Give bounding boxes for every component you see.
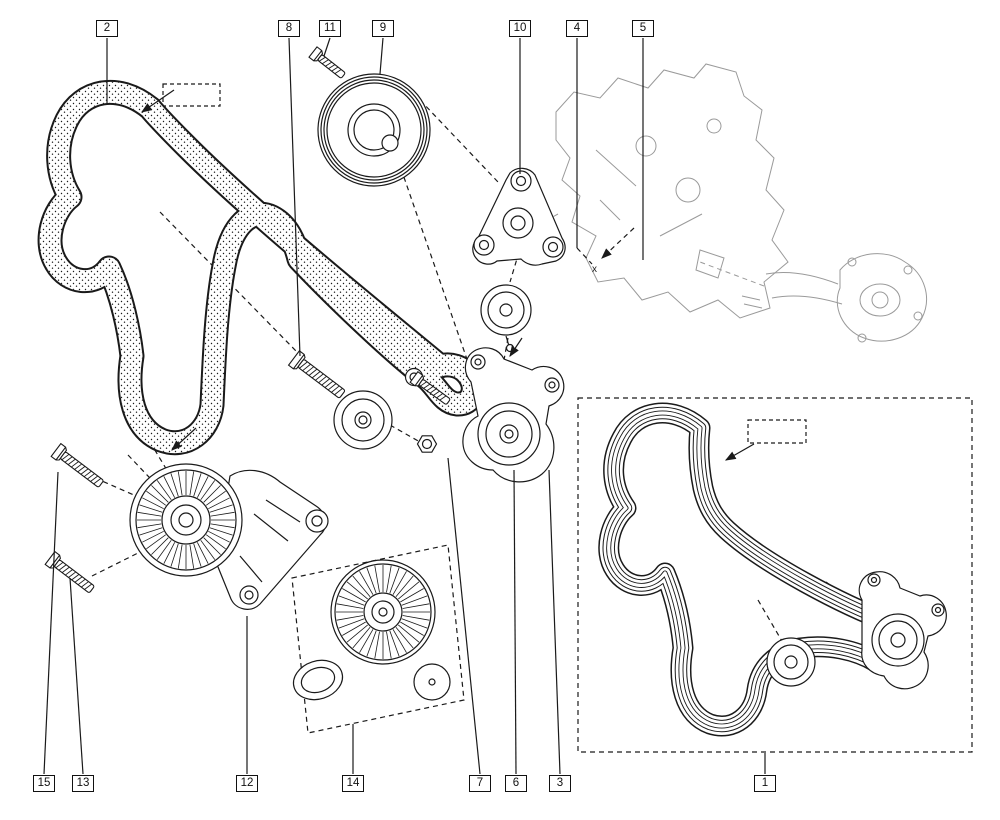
belt-tensioner-6 (462, 347, 565, 483)
callout-11[interactable]: 11 (319, 20, 341, 37)
alternate-config-box (577, 397, 973, 753)
callout-10[interactable]: 10 (509, 20, 531, 37)
guide-roller (480, 284, 532, 353)
callout-14[interactable]: 14 (342, 775, 364, 792)
callout-15[interactable]: 15 (33, 775, 55, 792)
mounting-bracket-10 (472, 167, 566, 266)
placeholder-label-main (162, 83, 221, 107)
callout-6[interactable]: 6 (505, 775, 527, 792)
callout-8[interactable]: 8 (278, 20, 300, 37)
callout-1[interactable]: 1 (754, 775, 776, 792)
pulley-kit-14 (292, 559, 451, 701)
callout-13[interactable]: 13 (72, 775, 94, 792)
bolt-11 (308, 46, 346, 79)
callout-3[interactable]: 3 (549, 775, 571, 792)
alt-guide-roller (766, 637, 816, 687)
belt-primary (37, 79, 486, 456)
bolt-15 (50, 442, 104, 488)
alt-belt-tensioner (858, 571, 947, 690)
callout-9[interactable]: 9 (372, 20, 394, 37)
x-marker: x (592, 264, 597, 275)
bolt-8 (287, 350, 346, 399)
callout-4[interactable]: 4 (566, 20, 588, 37)
seal-ring (292, 659, 344, 701)
pulley-14-ribs (336, 565, 430, 659)
washer-disc (413, 663, 451, 701)
callout-7[interactable]: 7 (469, 775, 491, 792)
engine-block-outline (535, 63, 789, 319)
callout-5[interactable]: 5 (632, 20, 654, 37)
nut-washer-7 (416, 435, 438, 453)
water-pump-outline (699, 253, 927, 343)
tensioner-bolt (409, 370, 451, 405)
callout-12[interactable]: 12 (236, 775, 258, 792)
pulley-12-ribs (137, 471, 235, 569)
placeholder-label-alt (747, 419, 807, 444)
callout-2[interactable]: 2 (96, 20, 118, 37)
pointer-arrows (141, 89, 755, 461)
leader-lines (43, 37, 766, 775)
idler-roller-7 (333, 390, 393, 450)
belt-alternate (598, 402, 923, 737)
crankshaft-pulley-9 (317, 73, 431, 187)
tensioner-assembly-12 (129, 463, 329, 610)
